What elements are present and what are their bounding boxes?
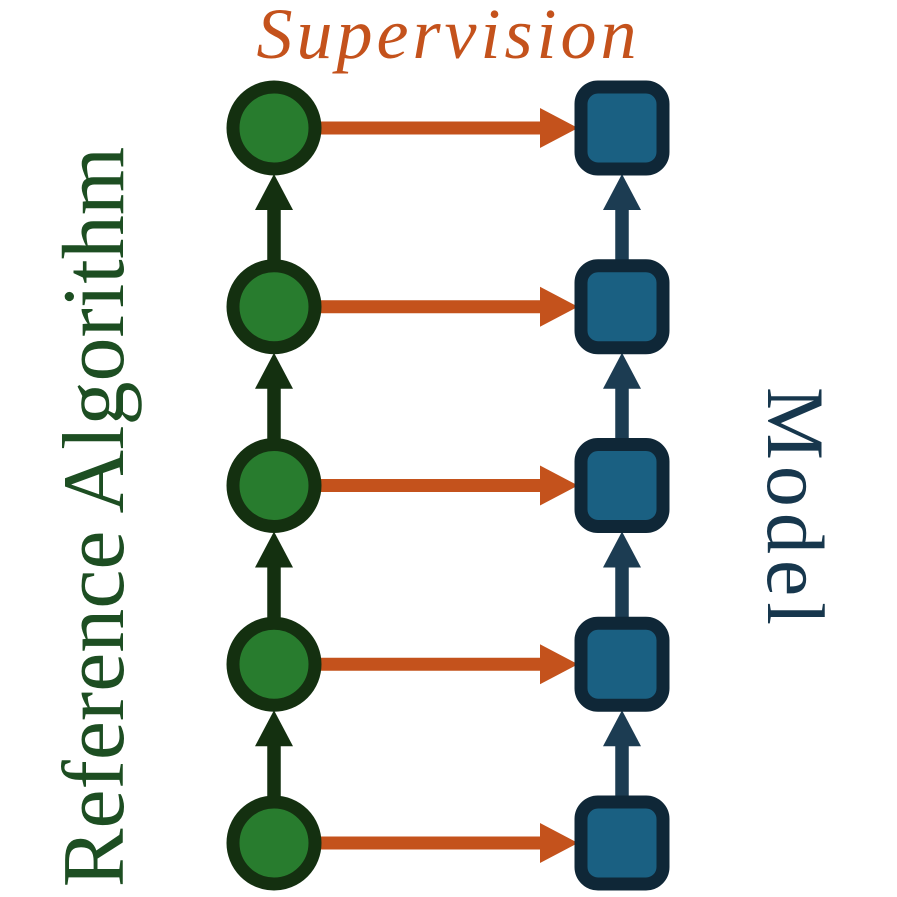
reference-step-arrow <box>255 710 293 799</box>
supervision-arrow-shaft <box>300 657 541 671</box>
supervision-arrow-shaft <box>300 121 541 135</box>
model-node <box>574 259 670 355</box>
model-label: Model <box>750 386 841 632</box>
reference-node <box>226 616 322 712</box>
reference-step-arrow <box>255 174 293 263</box>
model-step-arrow-shaft <box>615 565 629 621</box>
supervision-arrow-head <box>540 823 578 863</box>
supervision-arrow-shaft <box>300 479 541 492</box>
reference-step-arrow-head <box>255 710 293 747</box>
model-step-arrow-head <box>603 174 641 210</box>
model-node <box>574 80 670 176</box>
reference-node <box>226 80 322 176</box>
reference-step-arrow <box>255 352 293 442</box>
supervision-arrow <box>300 286 578 327</box>
supervision-arrow <box>300 108 578 148</box>
model-step-arrow-head <box>603 352 641 389</box>
model-node <box>574 616 670 712</box>
supervision-arrow-head <box>540 465 578 506</box>
model-step-arrow <box>603 174 641 263</box>
model-step-arrow-head <box>603 710 641 747</box>
supervision-arrow <box>300 823 578 863</box>
model-step-arrow <box>603 531 641 621</box>
model-step-arrow-shaft <box>615 386 629 442</box>
reference-node <box>226 438 322 533</box>
model-step-arrow <box>603 710 641 799</box>
model-node <box>574 795 670 891</box>
reference-step-arrow-shaft <box>267 565 281 621</box>
supervision-arrow-head <box>540 644 578 685</box>
model-step-arrow-head <box>603 531 641 568</box>
model-node <box>574 438 670 533</box>
reference-step-arrow-shaft <box>267 386 281 442</box>
reference-step-arrow <box>255 531 293 621</box>
reference-step-arrow-head <box>255 174 293 210</box>
supervision-label: Supervision <box>256 0 641 74</box>
supervision-arrow-shaft <box>300 836 541 850</box>
reference-step-arrow-head <box>255 352 293 389</box>
reference-step-arrow-shaft <box>267 744 281 799</box>
supervision-arrow-head <box>540 108 578 148</box>
reference-node <box>226 795 322 891</box>
reference-algorithm-label: Reference Algorithm <box>46 146 143 888</box>
model-step-arrow <box>603 352 641 442</box>
supervision-arrow <box>300 644 578 685</box>
model-step-arrow-shaft <box>615 744 629 799</box>
supervision-arrow-head <box>540 286 578 327</box>
reference-node <box>226 259 322 355</box>
supervision-arrow <box>300 465 578 506</box>
reference-step-arrow-shaft <box>267 208 281 263</box>
reference-step-arrow-head <box>255 531 293 568</box>
supervision-arrow-shaft <box>300 300 541 314</box>
model-step-arrow-shaft <box>615 208 629 263</box>
